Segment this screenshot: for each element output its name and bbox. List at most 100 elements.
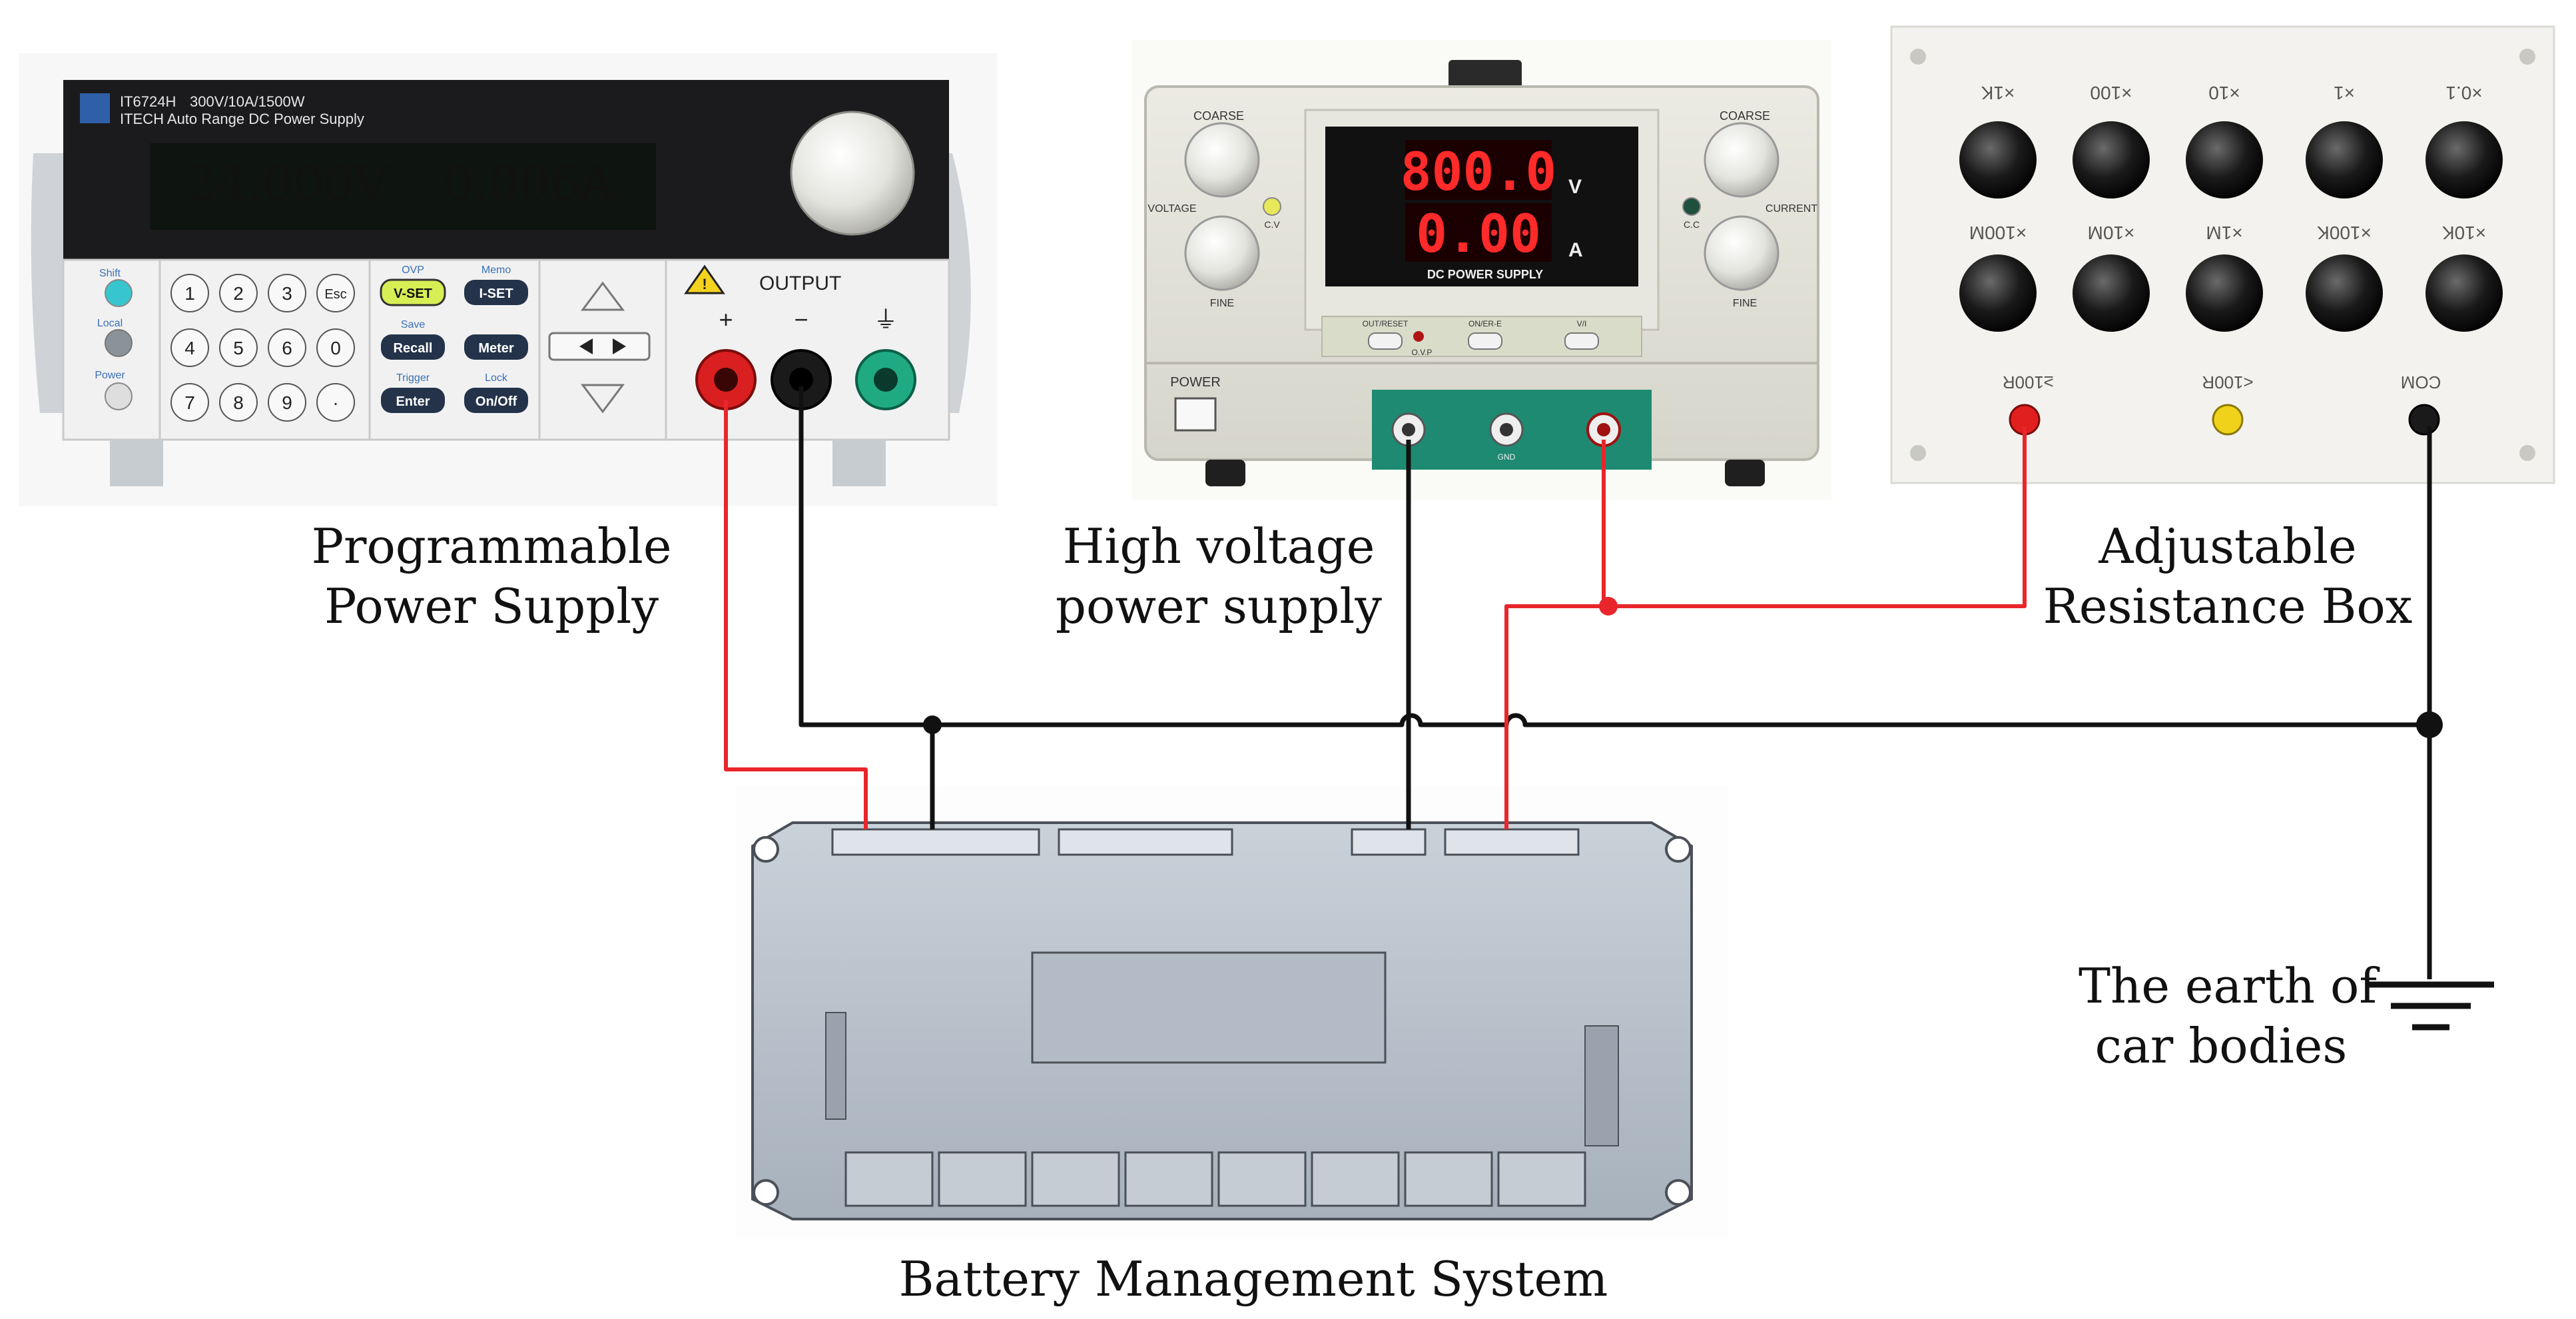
svg-text:Save: Save [401, 319, 426, 330]
prog-positive-wire [724, 400, 868, 829]
key-0[interactable] [316, 328, 355, 367]
caption-programmable-line2: Power Supply [324, 578, 659, 634]
dial-x10k[interactable] [2425, 254, 2503, 332]
hv-voltage-coarse-knob[interactable] [1184, 122, 1260, 198]
svg-text:Memo: Memo [482, 264, 511, 276]
battery-management-system [736, 786, 1728, 1239]
dial-x100k[interactable] [2306, 254, 2383, 332]
key-7[interactable] [170, 383, 209, 422]
key-1[interactable] [170, 274, 209, 312]
svg-text:·: · [332, 392, 338, 413]
arrow-left-right-rocker[interactable] [548, 332, 651, 361]
dial-x1[interactable] [2306, 121, 2383, 199]
i-set-button[interactable] [464, 280, 528, 305]
dial-x10[interactable] [2186, 121, 2263, 199]
hv-gnd-label: GND [1498, 452, 1516, 462]
itech-logo [80, 93, 110, 123]
dial-label-x100k: ×100K [2317, 222, 2372, 243]
programmable-power-supply: IT6724H 300V/10A/1500W ITECH Auto Range … [19, 53, 998, 506]
out-reset-button[interactable] [1368, 332, 1403, 350]
dial-label-x0-1: ×0.1 [2445, 83, 2482, 103]
hv-current-fine-knob[interactable] [1704, 215, 1779, 291]
junction-dot-hv-positive [1599, 597, 1618, 616]
caption-resbox-line1: Adjustable [2098, 518, 2356, 574]
hv-coarse-left-label: COARSE [1193, 109, 1244, 123]
key-5[interactable] [219, 328, 258, 367]
bms-connector-4[interactable] [1444, 828, 1580, 856]
meter-button[interactable] [464, 334, 528, 360]
svg-text:On/Off: On/Off [476, 394, 517, 409]
on-off-label: ON/ER-E [1468, 319, 1502, 328]
hv-positive-resbox-wire [1602, 426, 2027, 608]
dial-x0-1[interactable] [2425, 121, 2503, 199]
svg-text:Esc: Esc [324, 287, 346, 302]
shift-button[interactable] [105, 279, 133, 307]
hv-a-unit: A [1568, 239, 1583, 261]
on-off-button[interactable] [464, 388, 528, 413]
prog-display [150, 143, 656, 230]
terminal-label-lt100r: <100R [2202, 372, 2253, 392]
key-3[interactable] [268, 274, 306, 312]
ovp-label: O.V.P [1412, 348, 1433, 357]
terminal-lt100r[interactable] [2212, 404, 2244, 436]
hv-fine-right-label: FINE [1733, 298, 1757, 309]
resbox-bottom-dials: ×100M ×10M ×1M ×100K ×10K [1959, 222, 2503, 332]
local-button[interactable] [105, 329, 133, 357]
caption-programmable-line1: Programmable [312, 518, 672, 574]
svg-text:I-SET: I-SET [479, 286, 513, 301]
key-2[interactable] [219, 274, 258, 312]
v-set-button[interactable] [380, 278, 446, 306]
arrow-down-icon[interactable] [581, 384, 625, 414]
resistance-box: ×1K ×100 ×10 ×1 ×0.1 ×100M ×10M ×1M ×100… [1890, 25, 2555, 484]
hv-power-switch[interactable] [1174, 397, 1217, 432]
bms-connector-3[interactable] [1351, 828, 1427, 856]
dial-x1k[interactable] [1959, 121, 2037, 199]
key-9[interactable] [268, 383, 306, 422]
dial-x10m[interactable] [2073, 254, 2150, 332]
hv-panel-label: DC POWER SUPPLY [1427, 268, 1543, 281]
minus-label: − [794, 306, 808, 333]
key-dot[interactable] [316, 383, 355, 422]
wiring [724, 386, 2432, 979]
earth-ground-icon [2368, 981, 2494, 1031]
prog-arrow-pad [548, 281, 651, 414]
side-label-shift: Shift [99, 268, 121, 279]
key-8[interactable] [219, 383, 258, 422]
dial-x100m[interactable] [1959, 254, 2037, 332]
power-button[interactable] [105, 382, 133, 410]
prog-current-readout: 0.006A [443, 155, 615, 211]
terminal-com[interactable] [2408, 404, 2440, 436]
dial-x1m[interactable] [2186, 254, 2263, 332]
warning-icon [684, 264, 725, 294]
junction-dot-bms-ground [923, 715, 942, 734]
prog-foot-right [832, 440, 886, 486]
prog-spec: 300V/10A/1500W [190, 93, 305, 110]
prog-keypad: 1 2 3 Esc 4 5 6 0 7 8 9 · [170, 274, 355, 422]
svg-text:Trigger: Trigger [396, 372, 430, 384]
caption-hv-line2: power supply [1056, 578, 1383, 634]
vi-button[interactable] [1564, 332, 1599, 350]
key-6[interactable] [268, 328, 306, 367]
dial-x100[interactable] [2073, 121, 2150, 199]
recall-button[interactable] [381, 334, 445, 360]
svg-text:8: 8 [233, 392, 244, 413]
on-off-toggle[interactable] [1468, 332, 1502, 350]
svg-text:7: 7 [184, 392, 195, 413]
arrow-up-icon[interactable] [581, 281, 625, 311]
hv-voltage-fine-knob[interactable] [1184, 215, 1260, 291]
enter-button[interactable] [381, 388, 445, 413]
bms-connector-2[interactable] [1058, 828, 1233, 856]
hv-v-unit: V [1568, 176, 1582, 198]
hv-voltage-label: VOLTAGE [1147, 203, 1196, 215]
cc-indicator [1682, 197, 1701, 216]
prog-main-knob[interactable] [790, 111, 915, 236]
key-4[interactable] [170, 328, 209, 367]
hv-current-coarse-knob[interactable] [1704, 122, 1779, 198]
caption-hv-line1: High voltage [1063, 518, 1375, 574]
bms-connector-1[interactable] [831, 828, 1040, 856]
dial-label-x1: ×1 [2334, 83, 2355, 103]
hv-power-supply: COARSE VOLTAGE C.V FINE 800.0 V 0.00 A D… [1132, 40, 1831, 500]
key-esc[interactable] [316, 274, 355, 312]
svg-text:Meter: Meter [478, 341, 514, 356]
